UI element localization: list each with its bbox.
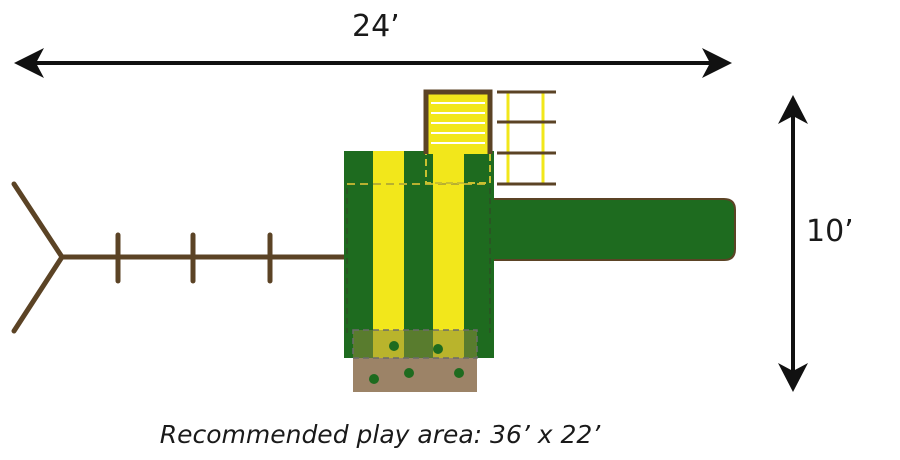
- width-dimension-label: 24’: [352, 9, 400, 44]
- slide: [490, 198, 736, 261]
- play-area-caption: Recommended play area: 36’ x 22’: [159, 420, 601, 449]
- rear-ladder: [423, 89, 493, 154]
- depth-dimension-arrow: [778, 95, 808, 392]
- swing-beam: [11, 181, 348, 334]
- tower-roof: [344, 151, 494, 359]
- width-dimension-arrow: [14, 48, 732, 78]
- depth-dimension-label: 10’: [806, 214, 854, 249]
- step-ladder: [497, 90, 556, 186]
